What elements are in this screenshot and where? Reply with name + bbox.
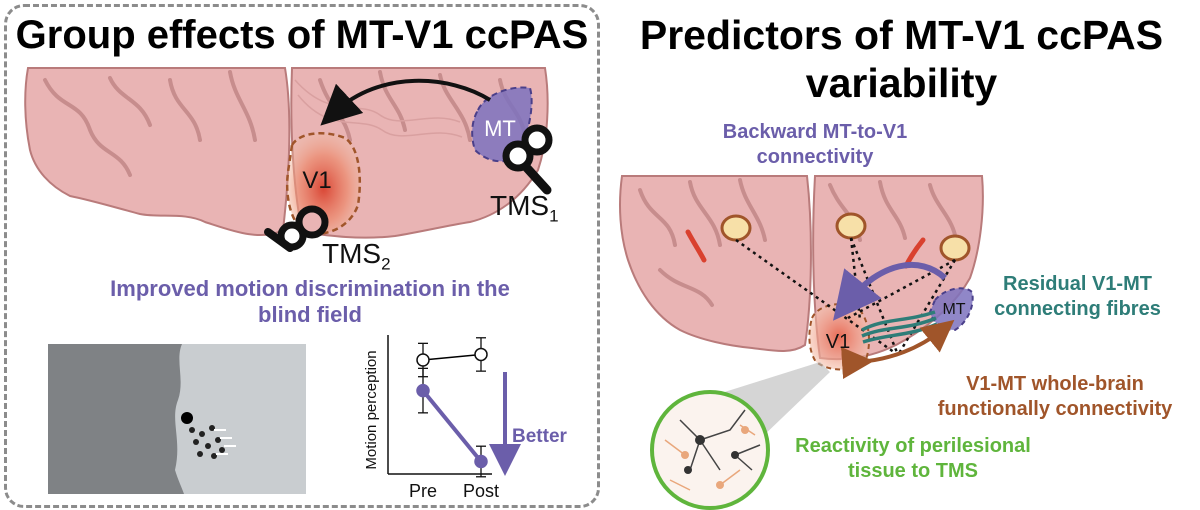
- wholebrain-label-line1: V1-MT whole-brain: [966, 373, 1144, 395]
- tms2-text: TMS: [322, 238, 382, 269]
- series-1-point-0: [416, 383, 430, 398]
- better-label: Better: [512, 426, 567, 447]
- left-brain: [24, 67, 549, 239]
- backward-label-line1: Backward MT-to-V1: [722, 121, 908, 143]
- region-v1-label-right: V1: [825, 331, 851, 353]
- tms1-coil-icon: [502, 124, 553, 195]
- series-0-point-0: [416, 353, 430, 367]
- left-title: Group effects of MT-V1 ccPAS: [15, 13, 589, 57]
- reactivity-label-line1: Reactivity of perilesional: [795, 435, 1031, 457]
- mt-to-v1-arrow-left: [320, 78, 492, 126]
- wholebrain-label-line2: functionally connectivity: [937, 398, 1173, 420]
- stimulus-display: [48, 344, 306, 494]
- chart-xtick-post: Post: [463, 481, 499, 501]
- chart-ylabel: Motion perception: [363, 350, 380, 469]
- mt-region-right: [928, 287, 974, 332]
- wholebrain-arrow: [841, 319, 955, 379]
- series-1-point-1: [474, 454, 488, 469]
- series-0-line: [422, 353, 482, 361]
- right-title-line1: Predictors of MT-V1 ccPAS: [639, 12, 1164, 58]
- backward-label-line2: connectivity: [756, 146, 874, 168]
- region-v1-label-left: V1: [302, 167, 332, 194]
- chart-xtick-pre: Pre: [409, 481, 437, 501]
- eeg-electrodes: [720, 212, 971, 262]
- tms2-coil-icon: [264, 205, 329, 252]
- tms2-label: TMS2: [322, 238, 432, 281]
- motion-dots: [189, 425, 236, 459]
- left-subtitle-line1: Improved motion discrimination in the: [110, 276, 510, 301]
- motion-chart: Motion perception Pre Post: [363, 335, 499, 501]
- region-mt-label-right: MT: [942, 301, 966, 318]
- tms1-text: TMS: [490, 190, 550, 221]
- series-1-line: [421, 389, 483, 463]
- reactivity-label-line2: tissue to TMS: [847, 460, 978, 482]
- residual-label-line1: Residual V1-MT: [1003, 273, 1152, 295]
- series-0-point-1: [474, 347, 488, 362]
- tms1-subscript: 1: [549, 206, 559, 226]
- backward-arrow: [832, 262, 948, 321]
- tms1-label: TMS1: [490, 190, 600, 233]
- right-title-line2: variability: [805, 60, 998, 106]
- left-subtitle-line2: blind field: [258, 302, 362, 327]
- region-mt-label-left: MT: [484, 116, 516, 141]
- neuron-tissue-icon: [650, 390, 770, 510]
- tms2-subscript: 2: [381, 254, 391, 274]
- residual-label-line2: connecting fibres: [994, 298, 1161, 320]
